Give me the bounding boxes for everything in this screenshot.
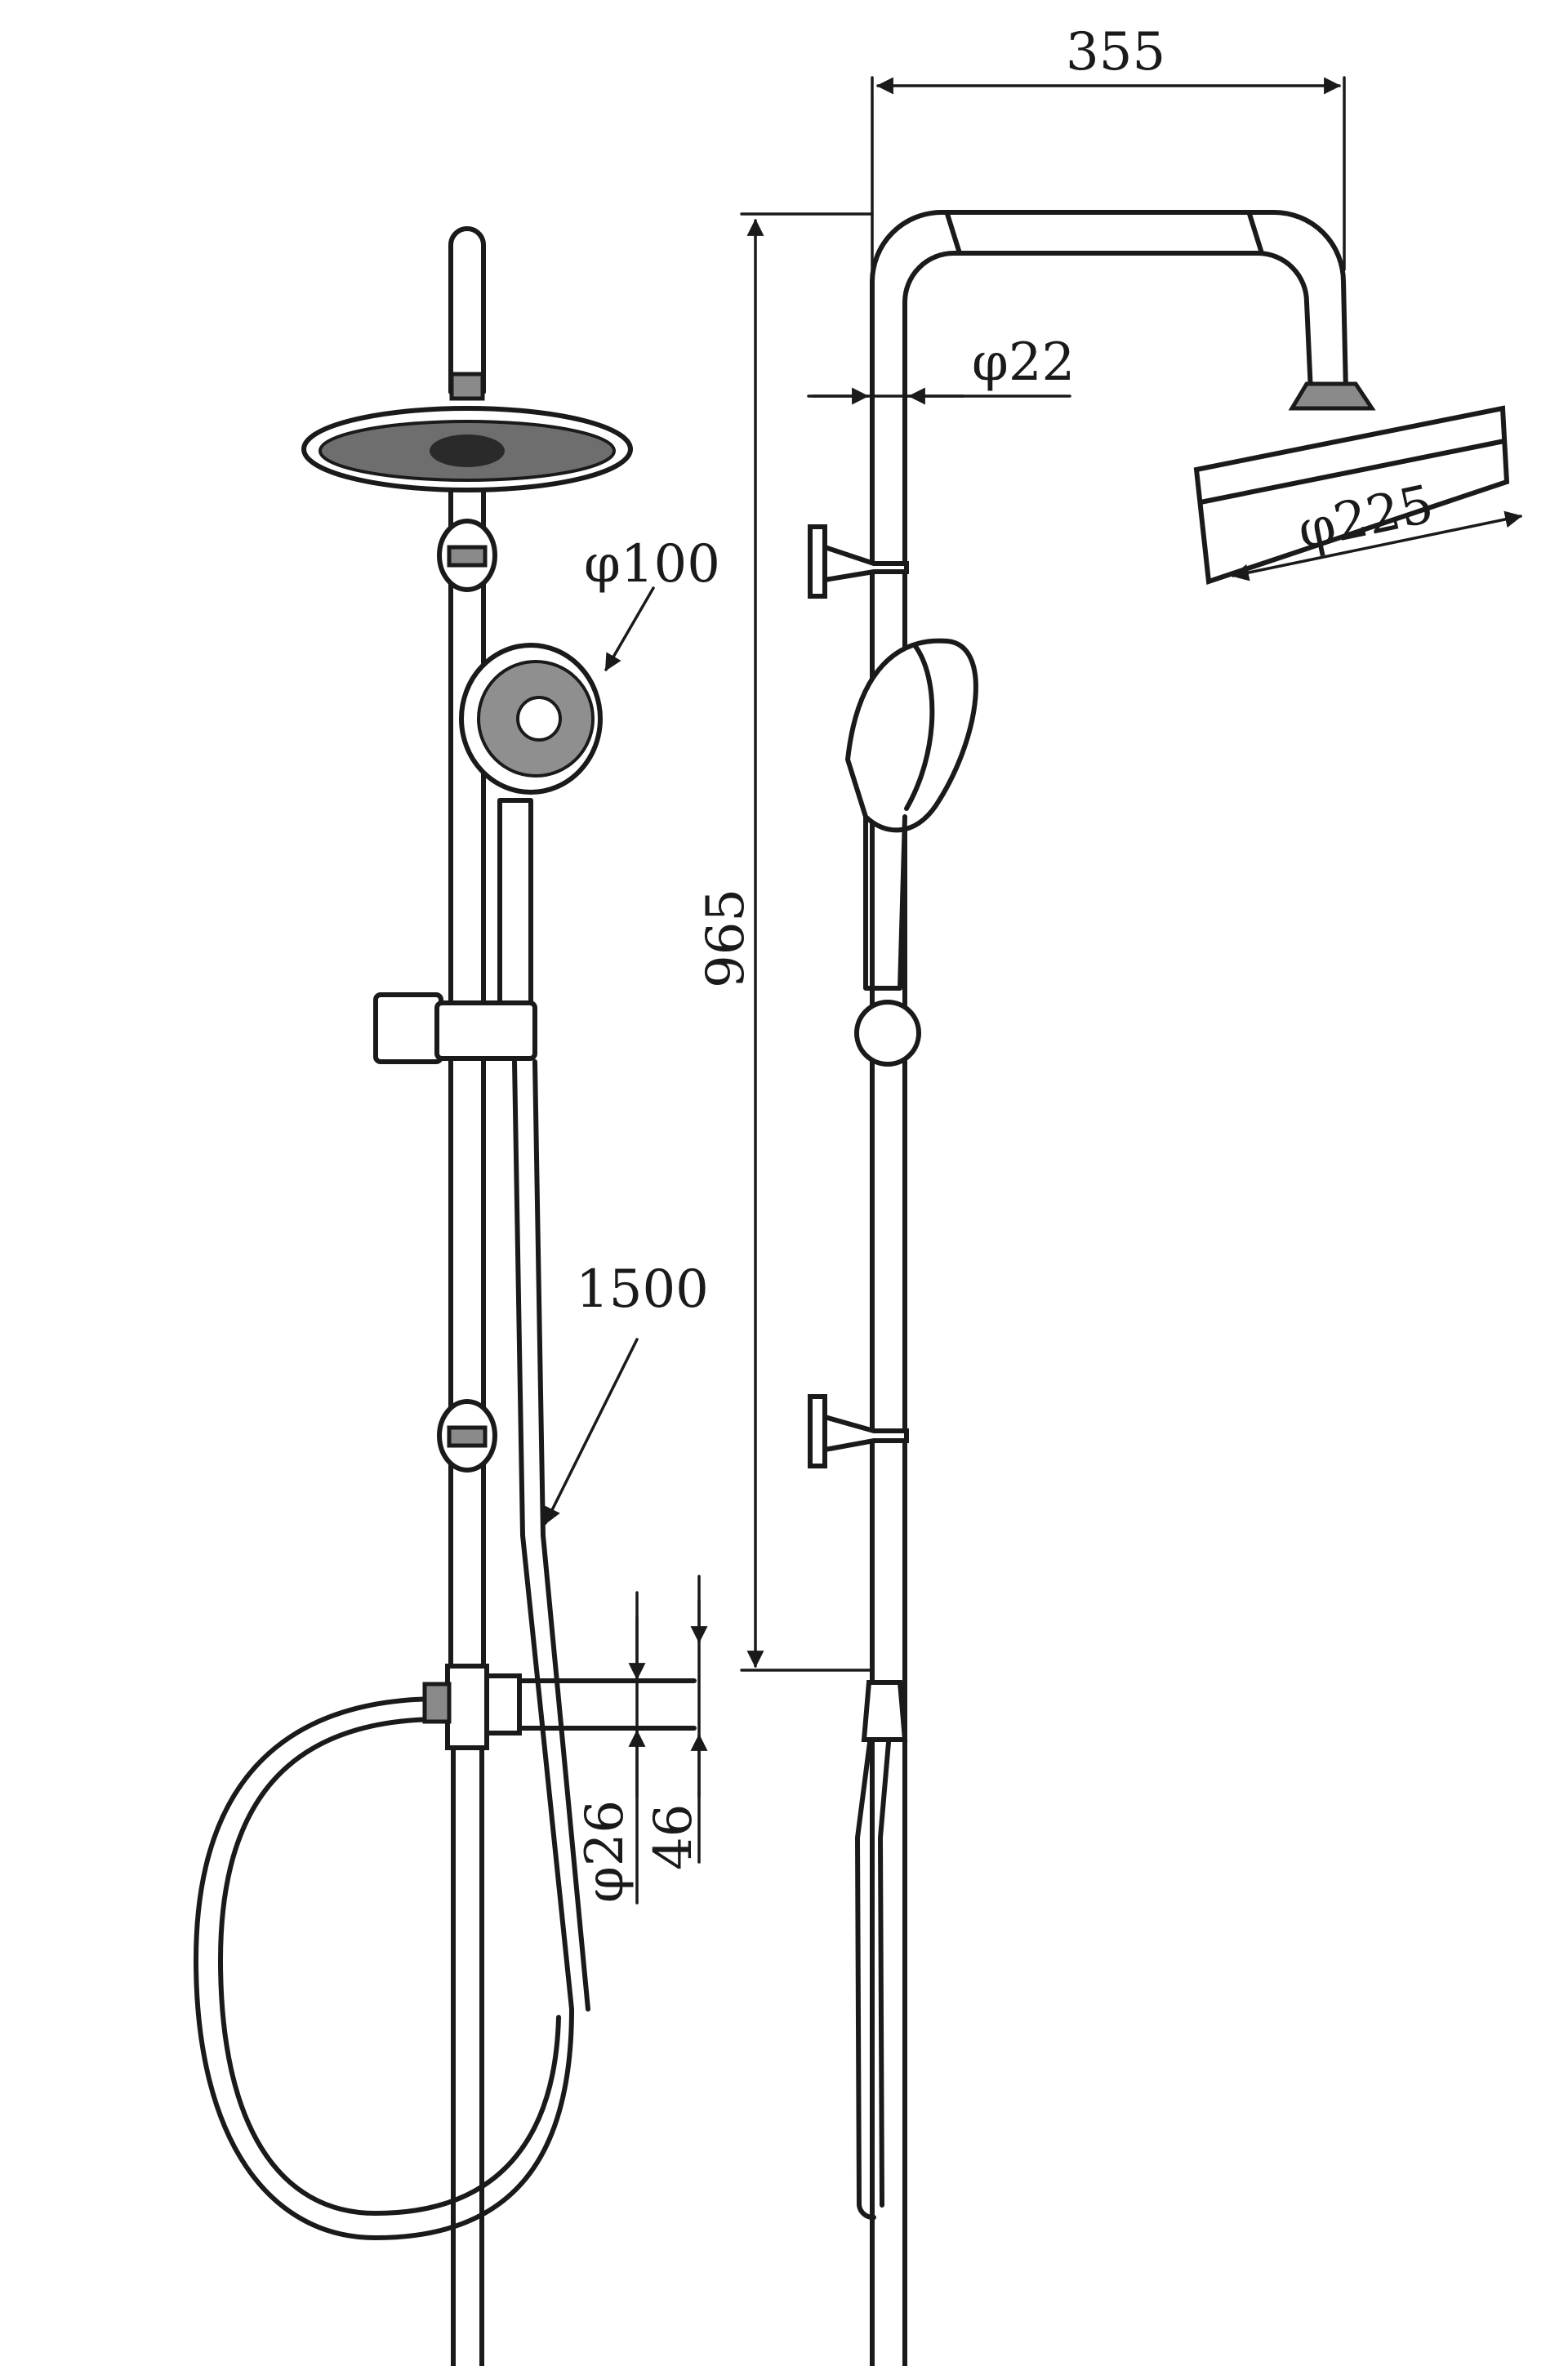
side-hose-connector bbox=[861, 1680, 908, 1742]
shower-hose bbox=[194, 1059, 574, 2240]
hand-shower-diameter-label: φ100 bbox=[584, 534, 720, 595]
slider-body bbox=[434, 1000, 537, 1061]
side-overhead-face-line bbox=[1198, 439, 1507, 505]
arm-joint-1 bbox=[945, 212, 962, 256]
side-view: 355 965 φ22 φ225 bbox=[696, 22, 1523, 2366]
hose-length-label: 1500 bbox=[576, 1259, 709, 1320]
overhead-shower-center bbox=[430, 434, 505, 467]
pipe-diameter-label: φ22 bbox=[972, 332, 1075, 393]
outlet-diameter-label: φ26 bbox=[575, 1800, 635, 1903]
outlet-projection-label: 46 bbox=[644, 1804, 704, 1870]
side-wall-bracket-upper bbox=[808, 524, 909, 599]
hand-shower-handle bbox=[497, 798, 533, 1007]
side-hand-shower-handle bbox=[863, 814, 907, 991]
wall-bracket-lower-clamp bbox=[447, 1425, 488, 1448]
overhead-dim-line bbox=[1231, 510, 1523, 581]
riser-rail-top bbox=[448, 226, 486, 394]
front-view: φ100 1500 φ26 46 bbox=[194, 226, 720, 2366]
side-overhead-connector bbox=[1288, 381, 1376, 411]
side-wall-bracket-lower bbox=[808, 1394, 909, 1468]
side-hose bbox=[855, 1721, 876, 2221]
top-arm-width-label: 355 bbox=[1066, 22, 1165, 82]
diverter-outlet bbox=[484, 1673, 522, 1736]
lower-pipe bbox=[451, 1737, 484, 2366]
diverter-body bbox=[445, 1664, 489, 1750]
wall-inlet-pipe bbox=[517, 1678, 697, 1731]
overhead-connector bbox=[449, 372, 485, 401]
diverter-knob bbox=[422, 1682, 452, 1724]
riser-rail bbox=[448, 455, 486, 1685]
side-slider-ball bbox=[854, 1000, 921, 1067]
side-hand-shower-face bbox=[904, 643, 935, 811]
slider-knob bbox=[373, 992, 443, 1064]
hose-leader bbox=[544, 1338, 639, 1525]
shower-hose-inner bbox=[218, 1059, 590, 2216]
rail-height-label: 965 bbox=[696, 889, 756, 988]
side-riser-arm-inner bbox=[902, 251, 1313, 2366]
hand-shower-center bbox=[516, 696, 562, 742]
hand-shower-leader bbox=[604, 586, 655, 671]
wall-bracket-upper-clamp bbox=[447, 545, 488, 568]
side-riser-arm bbox=[870, 210, 1348, 2366]
arm-joint-2 bbox=[1247, 212, 1264, 256]
side-hose-inner bbox=[878, 1721, 893, 2208]
